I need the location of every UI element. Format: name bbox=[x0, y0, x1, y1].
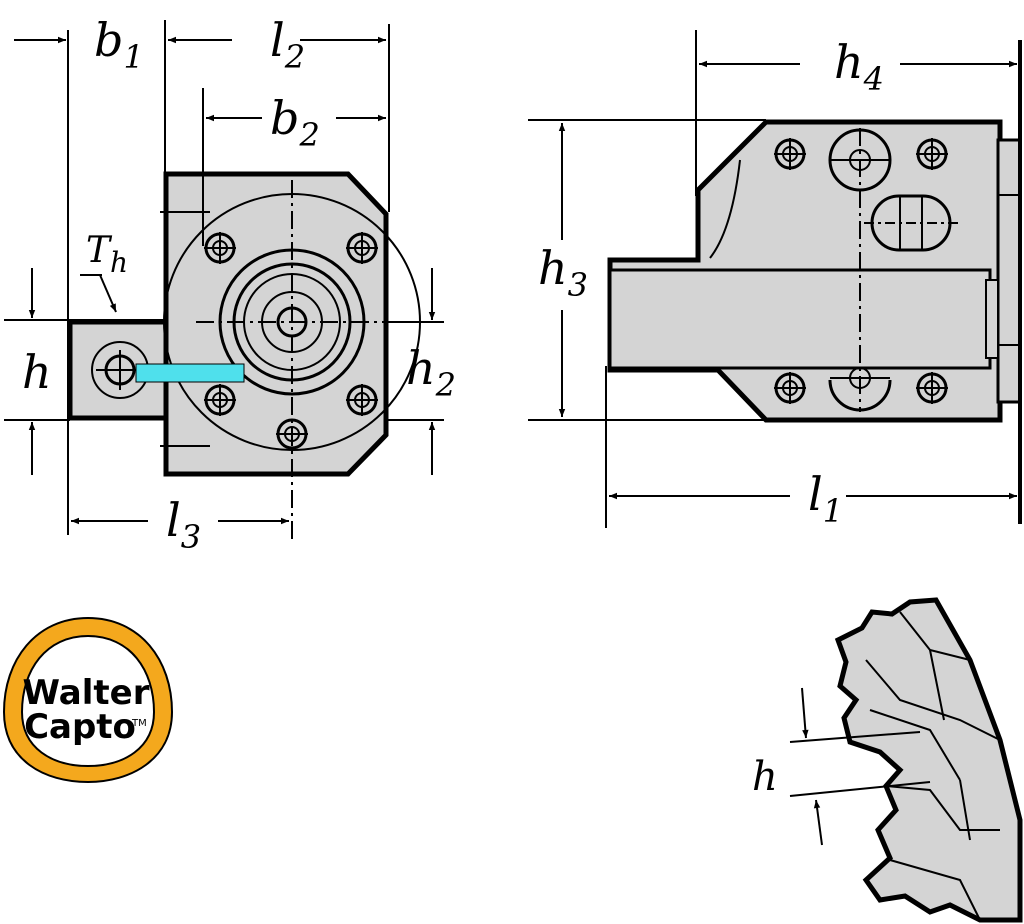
coupling-flange bbox=[996, 138, 1022, 404]
svg-text:h4: h4 bbox=[834, 35, 884, 98]
side-shank bbox=[608, 268, 992, 370]
svg-text:h3: h3 bbox=[538, 241, 588, 304]
h2-label: h bbox=[406, 341, 436, 395]
th-label: T bbox=[86, 230, 113, 271]
detail-h-label: h bbox=[752, 754, 778, 800]
screw-icon bbox=[774, 138, 806, 170]
serration-detail: h bbox=[752, 597, 1023, 923]
svg-text:Walter: Walter bbox=[23, 673, 150, 713]
side-view bbox=[607, 119, 1022, 423]
h3-label: h bbox=[538, 241, 568, 295]
screw-icon bbox=[204, 232, 236, 264]
l2-label: l bbox=[270, 13, 285, 67]
l3-label: l bbox=[166, 493, 181, 547]
screw-icon bbox=[916, 138, 948, 170]
b2-label: b bbox=[270, 91, 299, 145]
svg-text:h2: h2 bbox=[406, 341, 456, 404]
svg-text:b2: b2 bbox=[270, 91, 320, 154]
shank-screw-icon bbox=[91, 341, 149, 399]
walter-capto-logo: Walter Capto TM bbox=[2, 616, 174, 784]
front-labels: b1 l2 b2 Th h h2 l3 bbox=[22, 13, 456, 556]
screw-icon bbox=[204, 384, 236, 416]
b1-label: b bbox=[94, 13, 123, 67]
screw-icon bbox=[916, 372, 948, 404]
front-body bbox=[163, 171, 389, 477]
h4-label: h bbox=[834, 35, 864, 89]
front-dimensions bbox=[4, 20, 444, 535]
svg-text:l1: l1 bbox=[808, 467, 843, 530]
svg-text:Th: Th bbox=[86, 230, 128, 279]
svg-text:TM: TM bbox=[131, 718, 147, 729]
oval-slot-icon bbox=[864, 194, 958, 252]
l1-label: l bbox=[808, 467, 823, 521]
screw-icon bbox=[346, 232, 378, 264]
front-view bbox=[67, 171, 421, 540]
svg-text:b1: b1 bbox=[94, 13, 144, 76]
h-label: h bbox=[22, 345, 52, 399]
svg-text:l2: l2 bbox=[270, 13, 305, 76]
svg-text:Capto: Capto bbox=[24, 707, 136, 747]
screw-icon bbox=[774, 372, 806, 404]
svg-text:l3: l3 bbox=[166, 493, 201, 556]
side-dimensions bbox=[528, 30, 1022, 528]
side-labels: h4 h3 l1 bbox=[538, 35, 884, 530]
coolant-channel bbox=[135, 363, 245, 383]
screw-icon bbox=[346, 384, 378, 416]
